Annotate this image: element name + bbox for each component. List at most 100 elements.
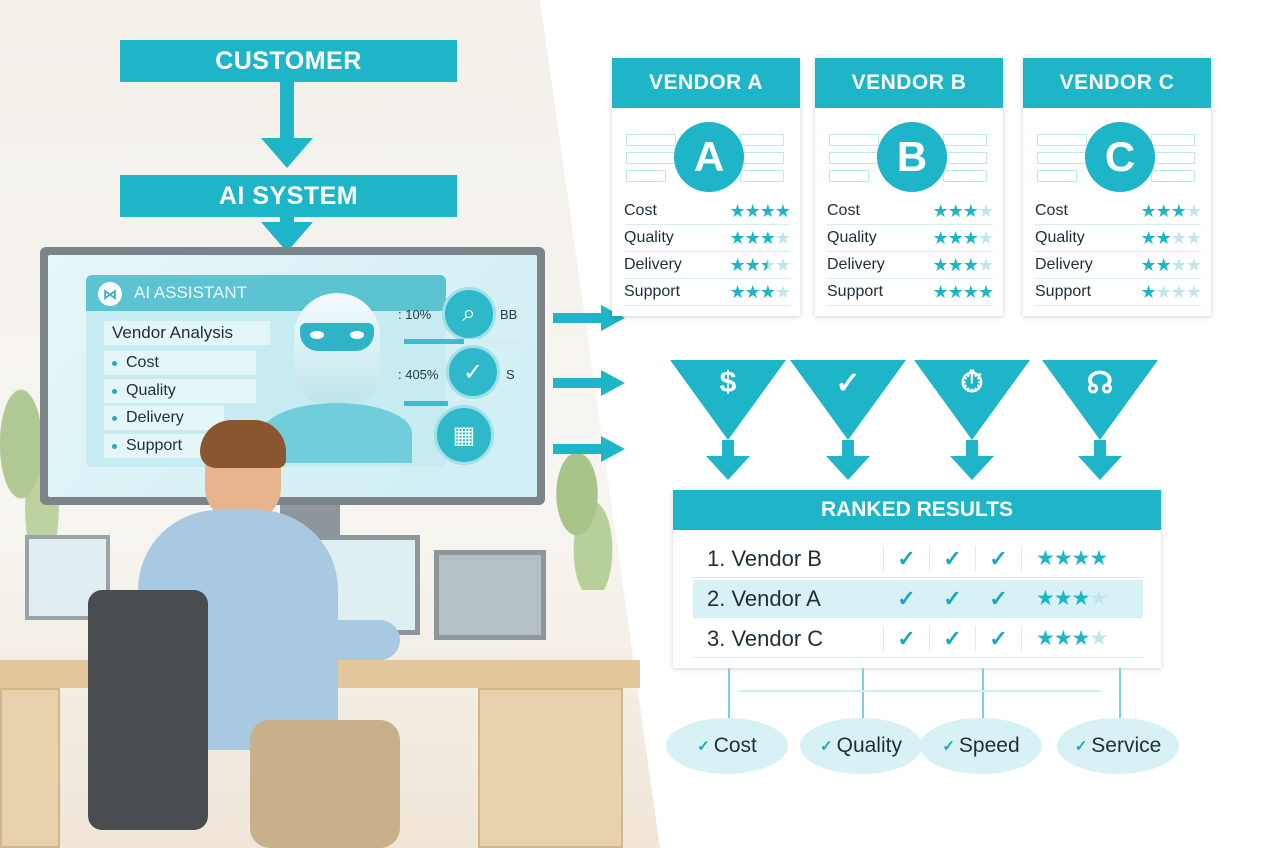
person-arm xyxy=(280,620,400,660)
connector-line xyxy=(982,668,984,718)
criteria-label: Delivery xyxy=(126,409,184,426)
calendar-icon: ▦ xyxy=(434,405,494,465)
down-arrow-head xyxy=(1078,456,1122,480)
vendor-logo: B xyxy=(877,122,947,192)
rating-row: Cost★★★★ xyxy=(827,198,994,225)
criteria-label: Cost xyxy=(126,354,159,371)
rating-label: Delivery xyxy=(624,256,682,273)
criteria-pill: ✓Cost xyxy=(666,718,788,774)
check-icon: ✓ xyxy=(929,585,975,612)
stat-value: : 10% xyxy=(398,307,432,322)
dollar-icon: $ xyxy=(719,366,737,399)
criteria-pill: ✓Speed xyxy=(920,718,1042,774)
criteria-pill-label: Speed xyxy=(958,734,1020,757)
connector-line xyxy=(728,668,730,718)
arrow-right-icon xyxy=(553,436,625,462)
vendor-logo: C xyxy=(1085,122,1155,192)
stat-value: : 405% xyxy=(398,367,439,382)
check-icon: ✓ xyxy=(975,585,1021,612)
star-rating: ★★★★ xyxy=(729,200,791,221)
criteria-pill: ✓Quality xyxy=(800,718,922,774)
criteria-pill-label: Service xyxy=(1091,734,1162,757)
star-rating: ★★★★ xyxy=(1140,254,1202,275)
down-arrow xyxy=(966,440,978,458)
plant-right xyxy=(545,430,625,590)
star-rating: ★★★★ xyxy=(932,254,994,275)
flow-arrow-head xyxy=(261,138,313,168)
monitor: ⋈ AI ASSISTANT Vendor Analysis Cost Qual… xyxy=(40,247,545,505)
ranked-vendor: 3. Vendor C xyxy=(707,625,824,651)
vendor-analysis-label: Vendor Analysis xyxy=(104,321,270,345)
vendor-logo: A xyxy=(674,122,744,192)
rating-label: Delivery xyxy=(827,256,885,273)
rating-row: Delivery ★★★★ xyxy=(827,252,994,279)
rating-label: Cost xyxy=(827,202,860,219)
rating-label: Quality xyxy=(1035,229,1085,246)
rating-row: Support★★★★ xyxy=(1035,279,1202,306)
office-chair xyxy=(88,590,208,830)
flow-arrow xyxy=(280,82,294,140)
down-arrow-head xyxy=(826,456,870,480)
ranked-vendor: 2. Vendor A xyxy=(707,585,821,611)
criteria-item: Cost xyxy=(104,351,256,375)
star-rating: ★★★★ xyxy=(729,254,791,275)
rating-row: Support★★★★ xyxy=(827,279,994,306)
check-icon: ✓ xyxy=(446,345,500,399)
progress-bar xyxy=(404,401,524,406)
filter-funnel xyxy=(790,360,906,440)
connector-line xyxy=(740,690,1100,692)
desk-drawers xyxy=(478,688,623,848)
person-legs xyxy=(250,720,400,848)
check-icon: ✓ xyxy=(942,738,955,755)
rating-label: Support xyxy=(827,283,884,300)
ranked-row[interactable]: 2. Vendor A ✓✓✓ ★★★★ xyxy=(693,580,1143,618)
rating-label: Cost xyxy=(624,202,657,219)
analytics-icon: ⌕ xyxy=(442,287,496,341)
star-rating: ★★★★ xyxy=(729,227,791,248)
vendor-card-title: VENDOR C xyxy=(1023,58,1211,108)
stopwatch-icon: ⏱ xyxy=(960,366,984,399)
rating-label: Delivery xyxy=(1035,256,1093,273)
arrow-right-icon xyxy=(553,370,625,396)
vendor-card: VENDOR C C Cost ★★★★ Quality ★★★★ Delivery ★★★… xyxy=(1023,58,1211,316)
stat-label: S xyxy=(506,367,515,382)
star-rating: ★★★★ xyxy=(1140,227,1202,248)
robot-avatar xyxy=(262,293,412,463)
star-rating: ★★★★ xyxy=(1140,200,1202,221)
criteria-pill-label: Cost xyxy=(713,734,757,757)
rating-row: Quality ★★★★ xyxy=(1035,225,1202,252)
check-icon: ✓ xyxy=(883,585,929,612)
check-icon: ✓ xyxy=(883,545,929,572)
filter-funnel xyxy=(670,360,786,440)
connector-line xyxy=(862,668,864,718)
connector-line xyxy=(1119,668,1121,718)
section-label: Vendor Analysis xyxy=(112,323,233,342)
ranked-vendor: 1. Vendor B xyxy=(707,545,822,571)
criteria-item: Quality xyxy=(104,379,256,403)
down-arrow xyxy=(1094,440,1106,458)
check-icon: ✓ xyxy=(929,545,975,572)
rating-row: Delivery ★★★★ xyxy=(624,252,791,279)
check-icon: ✓ xyxy=(697,738,710,755)
rating-row: Delivery ★★★★ xyxy=(1035,252,1202,279)
rating-row: Support★★★★ xyxy=(624,279,791,306)
rating-label: Cost xyxy=(1035,202,1068,219)
rating-row: Cost ★★★★ xyxy=(1035,198,1202,225)
desk-drawers xyxy=(0,688,60,848)
check-circle-icon: ✓ xyxy=(835,367,861,400)
customer-banner: CUSTOMER xyxy=(120,40,457,82)
star-rating: ★★★★ xyxy=(1021,546,1108,571)
ranked-row[interactable]: 1. Vendor B ✓✓✓ ★★★★ xyxy=(693,540,1143,578)
vendor-card-title: VENDOR B xyxy=(815,58,1003,108)
filter-funnel xyxy=(914,360,1030,440)
down-arrow xyxy=(722,440,734,458)
criteria-pill-label: Quality xyxy=(836,734,902,757)
criteria-label: Quality xyxy=(126,382,176,399)
star-rating: ★★★★ xyxy=(1140,281,1202,302)
ai-system-banner: AI SYSTEM xyxy=(120,175,457,217)
down-arrow-head xyxy=(706,456,750,480)
person-hair xyxy=(200,420,286,468)
rating-row: Quality★★★★ xyxy=(827,225,994,252)
ranked-row[interactable]: 3. Vendor C ✓✓✓ ★★★★ xyxy=(693,620,1143,658)
